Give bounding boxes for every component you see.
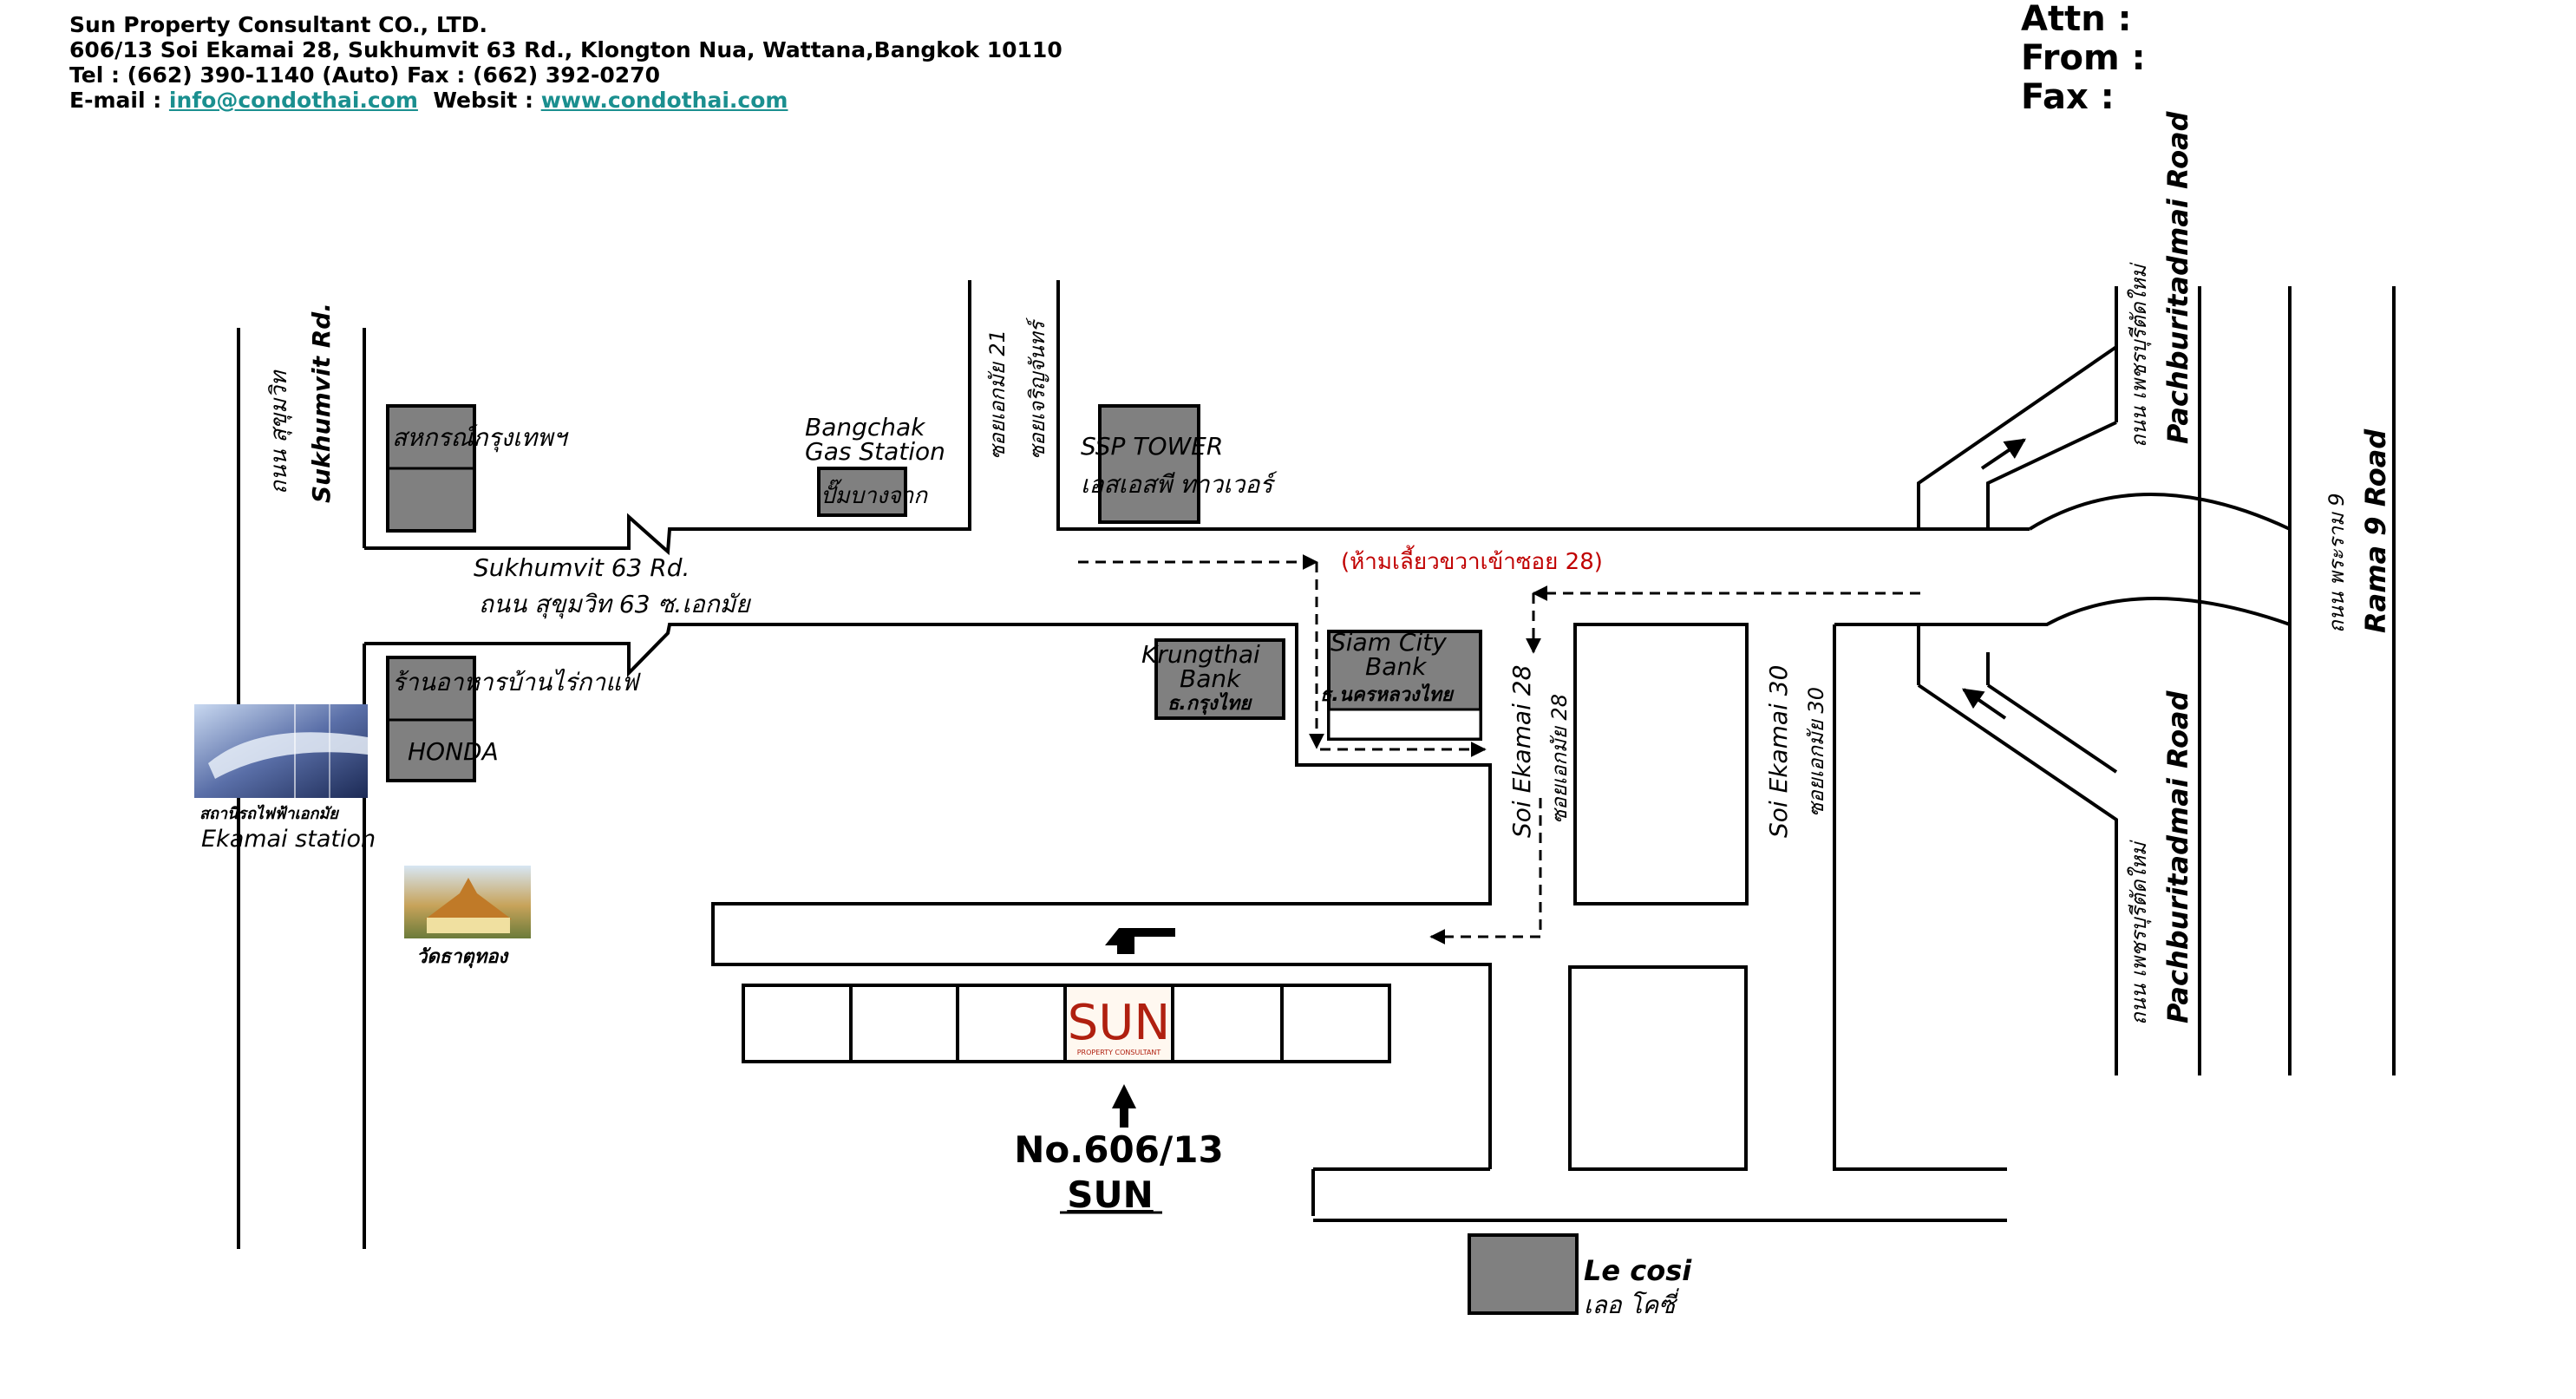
rama9-en-label: Rama 9 Road [2359, 428, 2392, 633]
no-label: No.606/13 [1014, 1128, 1223, 1171]
krungthai-building [1154, 638, 1285, 720]
siam-th-label: ธ.นครหลวงไทย [1320, 683, 1455, 706]
road-th-label: ถนน สุขุมวิท 63 ซ.เอกมัย [479, 590, 751, 619]
soi28-th-label: ซอยเอกมัย 28 [1547, 694, 1572, 824]
company-contact: E-mail : info@condothai.com Websit : www… [69, 88, 1062, 113]
siam-label-1: Siam City [1330, 628, 1447, 657]
ssp-tower-building [1098, 404, 1200, 524]
temple-image [404, 866, 531, 938]
route-lines [1078, 554, 1920, 945]
company-address: 606/13 Soi Ekamai 28, Sukhumvit 63 Rd., … [69, 37, 1062, 62]
ssp-en-label: SSP TOWER [1081, 432, 1223, 461]
email-link[interactable]: info@condothai.com [168, 88, 418, 113]
pach-th-top-label: ถนน เพชรบุรีตัดใหม่ [2127, 262, 2152, 448]
company-header: Sun Property Consultant CO., LTD. 606/13… [69, 12, 1062, 113]
road-lines [237, 280, 2396, 1249]
website-label: Websit : [417, 88, 541, 113]
ramp-arrows [1962, 438, 2026, 720]
sun-label: SUN [1067, 1173, 1154, 1216]
company-name: Sun Property Consultant CO., LTD. [69, 12, 487, 37]
pach-en-bottom-label: Pachburitadmai Road [2161, 690, 2194, 1023]
email-label: E-mail : [69, 88, 169, 113]
rama9-th-label: ถนน พระราม 9 [2324, 493, 2349, 633]
company-tel-fax: Tel : (662) 390-1140 (Auto) Fax : (662) … [69, 62, 660, 88]
soi30-en-label: Soi Ekamai 30 [1764, 665, 1793, 838]
from-label: From : [2021, 38, 2146, 78]
krungthai-th-label: ธ.กรุงไทย [1167, 691, 1252, 716]
sun-logo-subtext: PROPERTY CONSULTANT [1077, 1049, 1161, 1056]
website-link[interactable]: www.condothai.com [540, 88, 788, 113]
le-cosi-building [1468, 1233, 1579, 1315]
honda-label: HONDA [408, 737, 499, 766]
soi21-th2-label: ซอยเจริญจันทร์ [1025, 317, 1049, 460]
krungthai-label-2: Bank [1180, 664, 1242, 693]
buildings [386, 404, 1579, 1315]
sun-logo-text: SUN [1068, 995, 1170, 1051]
sukhumvit-th-label: ถนน สุขุมวิท [266, 369, 292, 494]
map-labels: ถนน สุขุมวิท Sukhumvit Rd. สหกรณ์กรุงเทพ… [199, 110, 2392, 1319]
temple-label: วัดธาตุทอง [416, 946, 509, 969]
lecosi-en-label: Le cosi [1584, 1254, 1692, 1287]
bangchak-label-1: Bangchak [805, 413, 926, 441]
sun-logo: SUN PROPERTY CONSULTANT [1068, 987, 1170, 1060]
siam-label-2: Bank [1365, 652, 1428, 681]
bts-en-label: Ekamai station [201, 826, 376, 853]
road-en-label: Sukhumvit 63 Rd. [474, 553, 690, 582]
fax-fields: Attn : From : Fax : [2021, 0, 2146, 117]
restaurant-label: ร้านอาหารบ้านไร่กาแฟ [392, 668, 641, 696]
sukhumvit-en-label: Sukhumvit Rd. [307, 303, 336, 503]
sahakorn-label: สหกรณ์กรุงเทพฯ [392, 423, 569, 453]
bangchak-th-label: ปั๊มบางจาก [821, 479, 928, 509]
pach-en-top-label: Pachburitadmai Road [2161, 110, 2194, 444]
soi30-th-label: ซอยเอกมัย 30 [1804, 687, 1828, 817]
bangchak-building [817, 467, 907, 517]
soi28-en-label: Soi Ekamai 28 [1507, 665, 1536, 838]
lecosi-th-label: เลอ โคซี่ [1584, 1288, 1679, 1319]
bts-th-label: สถานีรถไฟฟ้าเอกมัย [199, 804, 339, 823]
pointer-arrows [1105, 928, 1175, 1128]
krungthai-label-1: Krungthai [1141, 640, 1260, 669]
bts-station-image [194, 704, 368, 798]
attn-label: Attn : [2021, 0, 2132, 39]
fax-label: Fax : [2021, 77, 2115, 117]
soi21-th-label: ซอยเอกมัย 21 [985, 330, 1010, 460]
ssp-th-label: เอสเอสพี ทาวเวอร์ [1081, 470, 1278, 499]
bangchak-label-2: Gas Station [805, 437, 945, 466]
no-right-turn-label: (ห้ามเลี้ยวขวาเข้าซอย 28) [1341, 545, 1603, 575]
pach-th-bottom-label: ถนน เพชรบุรีตัดใหม่ [2127, 840, 2152, 1025]
